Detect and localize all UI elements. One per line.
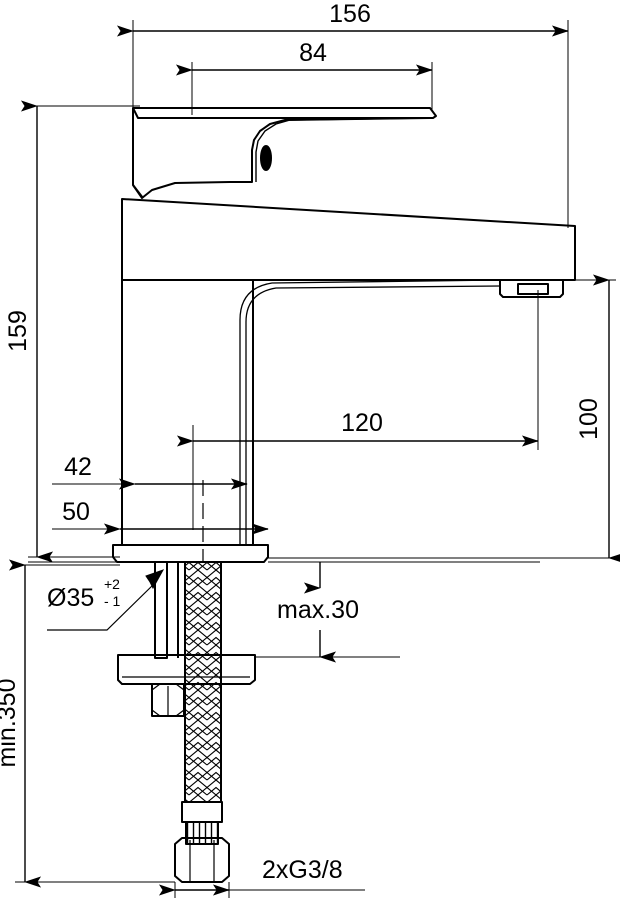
faucet-drawing-geometry [112,107,576,883]
dim-label-159: 159 [4,310,32,352]
dim-label-max30: max.30 [277,596,359,624]
dim-label-g38: 2xG3/8 [262,856,343,884]
dim-label-156: 156 [329,0,371,28]
dim-label-50: 50 [62,498,90,526]
dim-label-84: 84 [299,39,327,67]
dim-label-min350: min.350 [0,679,21,768]
dimension-100: 100 [268,274,620,564]
hex-nut-chamfers [151,683,185,717]
dimension-120: 120 [176,290,539,530]
dimension-156: 156 [116,0,569,228]
aerator-insert [517,283,549,295]
dim-label-d35: Ø35 [47,584,94,612]
leader-d35 [47,582,156,631]
dimension-g38: 2xG3/8 [158,856,365,898]
dimension-159: 159 [4,100,140,563]
dimension-max30: max.30 [255,561,540,663]
handle-body [132,108,431,199]
dim-label-42: 42 [64,453,92,481]
mounting-bracket [117,654,256,685]
handle-top-cap [132,107,437,119]
dimension-min350: min.350 [0,559,175,888]
dim-label-d35-tol-plus: +2 [104,576,120,592]
hose-ferrule [181,801,223,823]
dimension-84: 84 [175,39,433,115]
base-escutcheon [112,544,269,563]
dimension-50: 50 [52,498,269,535]
hose-ribbed-section [185,821,219,845]
hex-nut [151,683,185,717]
dimension-hole-diameter: Ø35 +2 - 1 [28,561,165,631]
handle-pivot-nub [260,145,272,171]
handle-bevel [132,184,144,199]
dim-label-120: 120 [341,409,383,437]
aerator-housing [499,280,564,298]
dim-label-d35-tol-minus: - 1 [104,593,121,609]
spout-body [121,198,576,281]
waterway-outer [239,279,501,545]
dimension-42: 42 [52,453,248,490]
braided-hose [184,561,222,803]
waterway-inner [245,285,501,545]
handle-inner-curve [255,117,431,182]
leader-arrow-d35 [145,569,165,590]
g38-connector-nut [174,837,230,883]
dim-label-100: 100 [575,398,603,440]
